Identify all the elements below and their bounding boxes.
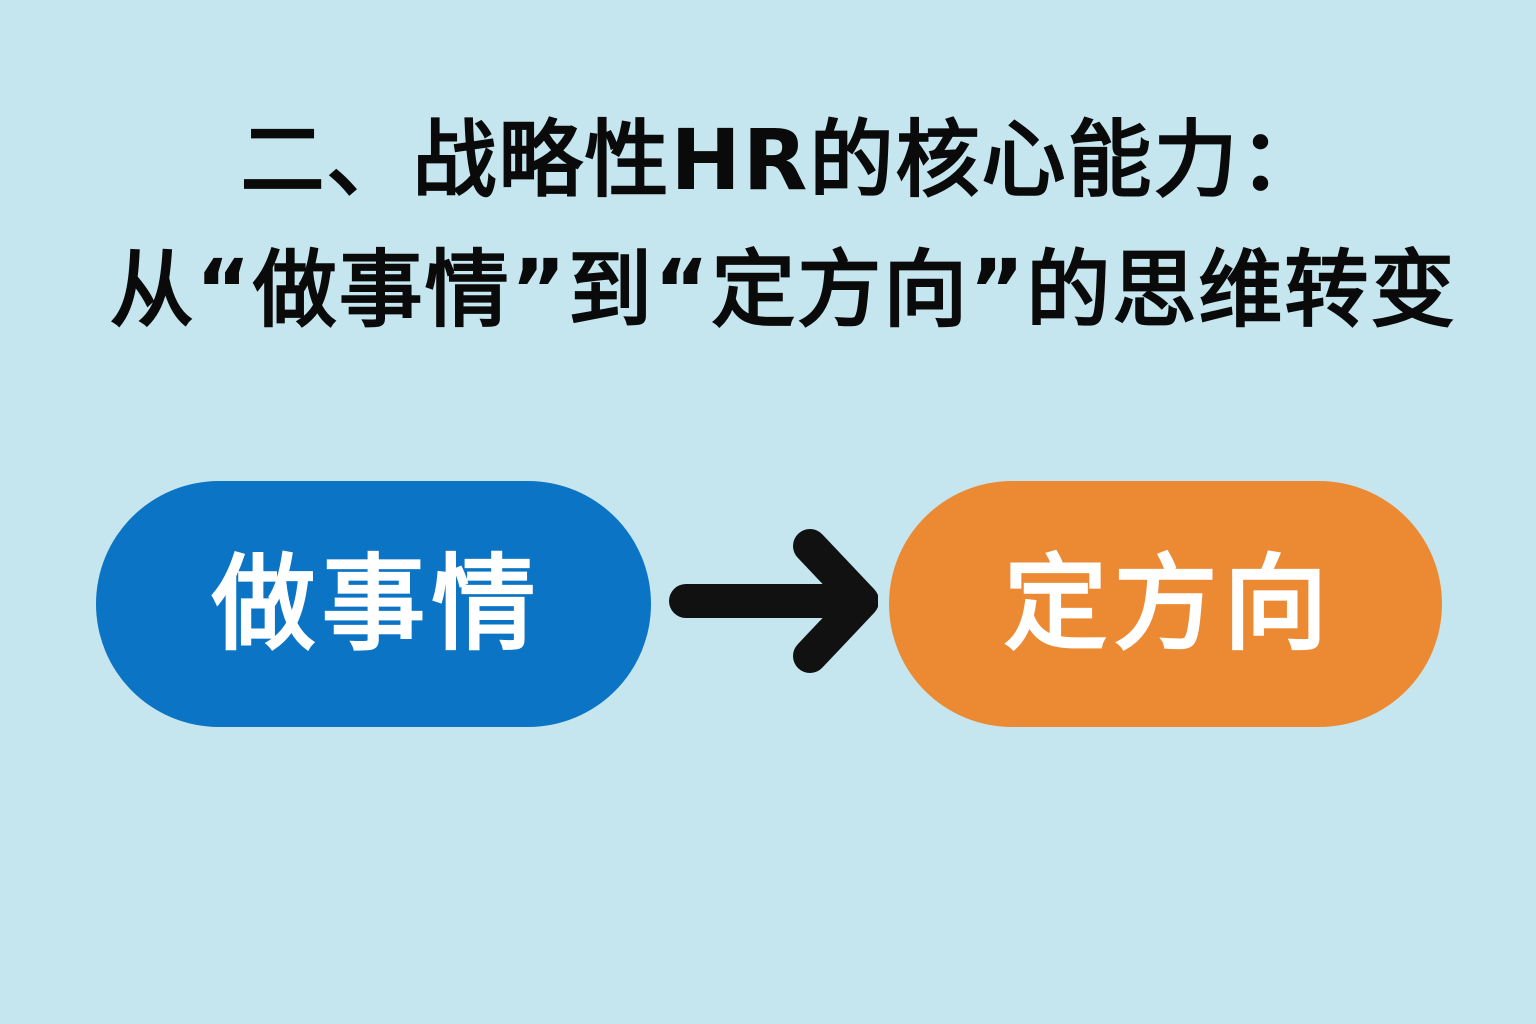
page-subtitle-line-2: 从“做事情”到“定方向”的思维转变 <box>109 241 1457 339</box>
from-stage-label: 做事情 <box>211 543 542 665</box>
from-stage-pill: 做事情 <box>96 481 651 727</box>
arrow-right-icon <box>669 529 878 673</box>
to-stage-label: 定方向 <box>1003 543 1334 665</box>
page-title-line-1: 二、战略性HR的核心能力： <box>240 111 1326 209</box>
to-stage-pill: 定方向 <box>889 481 1442 727</box>
